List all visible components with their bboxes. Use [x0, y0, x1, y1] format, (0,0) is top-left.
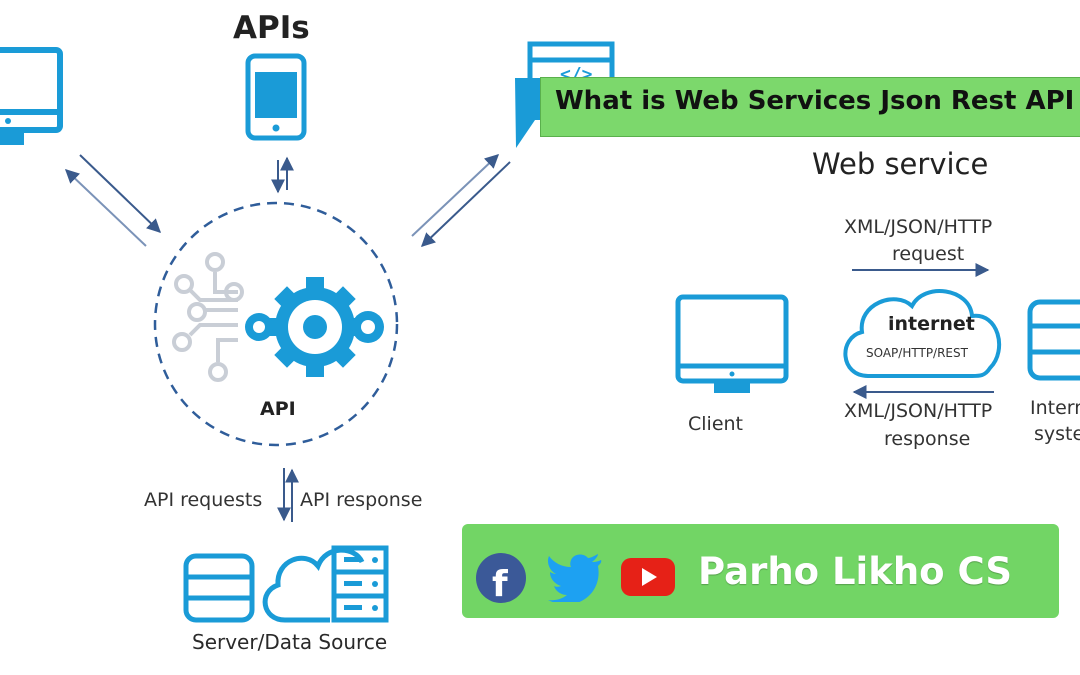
internet-cloud-icon [843, 289, 1001, 378]
request-label-line1: XML/JSON/HTTP [844, 216, 993, 238]
desktop-monitor-icon [0, 47, 63, 133]
title-banner: What is Web Services Json Rest API [540, 77, 1080, 137]
svg-text:f: f [492, 564, 508, 604]
server-data-source-label: Server/Data Source [192, 630, 388, 654]
internal-system-label-line2: system [1034, 423, 1080, 445]
youtube-icon[interactable] [619, 556, 677, 598]
circuit-icon [172, 252, 244, 382]
client-monitor-icon [675, 294, 789, 393]
response-label-line1: XML/JSON/HTTP [844, 400, 993, 422]
api-boundary-circle [153, 201, 399, 447]
title-banner-text: What is Web Services Json Rest API [555, 86, 1075, 116]
client-label: Client [688, 413, 744, 435]
api-request-response-arrows [277, 468, 299, 522]
gear-icon [245, 277, 384, 377]
internet-label: internet [888, 313, 975, 335]
mobile-phone-icon [245, 53, 307, 141]
internal-database-icon [1027, 299, 1080, 381]
database-icon [183, 553, 255, 623]
web-service-heading: Web service [812, 147, 989, 181]
internal-system-label-line1: Interna [1030, 397, 1080, 419]
request-label-line2: request [892, 243, 965, 265]
twitter-icon[interactable] [546, 552, 606, 602]
api-response-label: API response [300, 489, 423, 511]
api-label: API [260, 398, 296, 420]
protocols-label: SOAP/HTTP/REST [866, 346, 968, 360]
brand-name: Parho Likho CS [698, 550, 1012, 593]
cloud-server-icon [262, 545, 389, 623]
arrows-top [271, 156, 294, 194]
apis-heading: APIs [233, 10, 310, 46]
arrows-right [411, 154, 511, 247]
monitor-stand [0, 131, 24, 145]
api-requests-label: API requests [144, 489, 263, 511]
arrows-left [64, 154, 162, 247]
facebook-icon[interactable]: f [472, 548, 532, 604]
response-label-line2: response [884, 428, 971, 450]
